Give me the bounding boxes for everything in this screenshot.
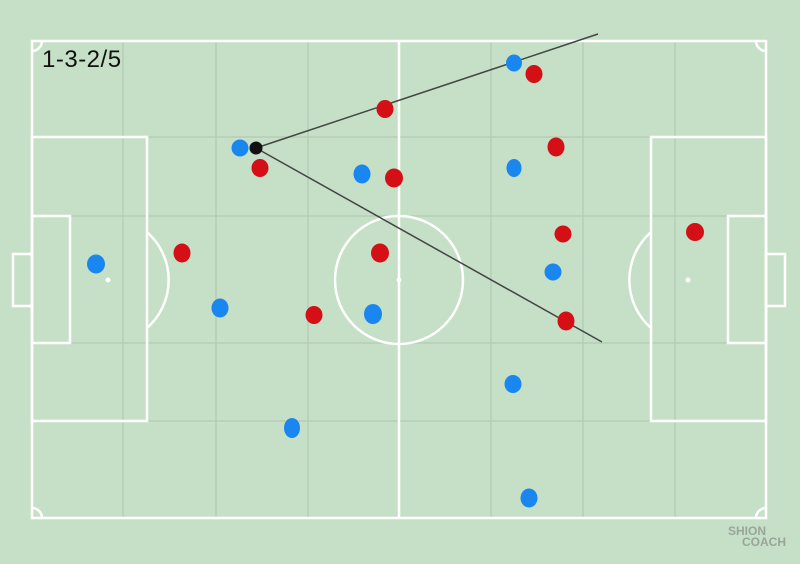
center-circle: [333, 214, 465, 346]
corner-arc-bl: [31, 506, 44, 519]
blue-player: [87, 254, 105, 274]
corner-arc-tr: [754, 40, 767, 53]
blue-player: [544, 263, 562, 281]
vision-lines: [255, 33, 603, 343]
blue-player: [504, 375, 522, 393]
right-penalty-spot: [685, 277, 691, 283]
red-player: [251, 159, 269, 177]
right-goal: [764, 252, 787, 308]
watermark-logo: SHION COACH: [728, 524, 792, 549]
formation-label: 1-3-2/5: [42, 46, 122, 73]
red-player: [557, 311, 575, 331]
red-player: [173, 243, 191, 263]
corner-arc-tl: [31, 40, 44, 53]
blue-team: [87, 54, 562, 508]
blue-player: [211, 298, 229, 318]
blue-player: [284, 418, 300, 438]
red-player: [376, 100, 394, 118]
watermark-line-2: COACH: [742, 535, 786, 549]
red-player: [547, 137, 565, 157]
blue-player: [353, 164, 371, 184]
watermark-line-1: SHION: [728, 524, 767, 538]
left-penalty-arc: [146, 231, 170, 329]
red-player: [371, 243, 389, 263]
center-spot: [396, 277, 402, 283]
red-player: [385, 168, 403, 188]
pitch-spots: [105, 277, 691, 283]
vision-line-upper: [255, 33, 599, 149]
blue-player: [520, 488, 538, 508]
red-team: [173, 65, 704, 331]
blue-player: [506, 54, 522, 72]
red-player: [686, 223, 704, 241]
corner-arc-br: [754, 506, 767, 519]
blue-player: [231, 139, 249, 157]
right-penalty-arc: [628, 231, 652, 329]
blue-player: [506, 159, 522, 177]
red-player: [554, 225, 572, 243]
vision-line-lower: [255, 147, 603, 343]
red-player: [525, 65, 543, 83]
left-goal: [11, 252, 34, 308]
red-player: [305, 306, 323, 324]
blue-player: [364, 304, 382, 324]
left-penalty-spot: [105, 277, 111, 283]
ball: [249, 141, 263, 155]
